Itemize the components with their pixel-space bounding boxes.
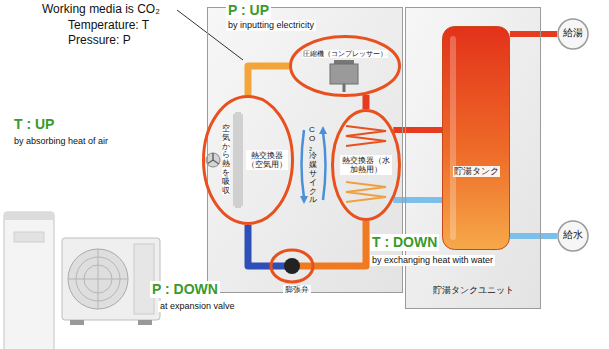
highlight-circle — [204, 97, 293, 224]
text-holder: 貯湯タンク — [442, 166, 510, 177]
outdoor-unit-foot — [70, 320, 84, 325]
label-holder: by exchanging heat with water — [370, 255, 495, 266]
state-note: at expansion valve — [158, 301, 237, 312]
label-holder: at expansion valve — [158, 301, 237, 312]
pipe — [248, 221, 366, 266]
fin-lines — [234, 112, 242, 208]
arrowhead — [300, 196, 308, 204]
highlight-circle — [291, 37, 400, 96]
storage-unit-body — [4, 212, 54, 349]
fan-grille — [68, 249, 128, 309]
piston-rod — [343, 84, 346, 92]
callout-text: Working media is CO₂ — [40, 2, 162, 16]
state-heading: T : UP — [12, 116, 56, 133]
highlight-circle — [271, 250, 313, 282]
text-holder: 圧縮機（コンプレッサー） — [289, 50, 401, 58]
storage-unit-photo — [4, 212, 54, 349]
state-heading: P : DOWN — [150, 281, 220, 298]
node-label: 貯湯タンクユニット — [432, 285, 515, 295]
fan-symbol — [206, 153, 220, 167]
node-label: 熱交換器（水加熱用） — [340, 155, 392, 175]
node-label: 貯湯タンク — [453, 166, 500, 177]
cycle-arrow — [323, 132, 326, 200]
node-label: 圧縮機（コンプレッサー） — [302, 50, 388, 58]
pipe — [510, 31, 557, 37]
compressor: 圧縮機（コンプレッサー） — [289, 35, 401, 97]
outdoor-unit-photo — [62, 238, 160, 325]
node-label: 給湯 — [562, 27, 584, 39]
state-note: by absorbing heat of air — [12, 136, 110, 147]
port-circle — [558, 221, 588, 251]
text-holder: 貯湯タンクユニット — [406, 285, 540, 295]
vertical-label: 空気から熱を吸収 — [222, 125, 230, 195]
hot-water-tank: 貯湯タンク — [442, 26, 510, 250]
hot-water-outlet: 給湯 — [557, 18, 589, 50]
text-holder: CO₂冷媒サイクル — [309, 126, 317, 205]
text-holder: 給水 — [557, 229, 589, 241]
text-holder: 給湯 — [557, 27, 589, 39]
arrowhead — [319, 126, 327, 134]
state-heading: T : DOWN — [370, 234, 439, 251]
node-label: 熱交換器（空気用） — [246, 150, 288, 170]
label-holder: T : UP — [12, 116, 56, 133]
warm-coil — [346, 182, 386, 202]
node-outline — [442, 26, 510, 250]
label-holder: P : DOWN — [150, 281, 220, 298]
label-holder: Temperature: T — [66, 18, 151, 32]
label-holder: Working media is CO₂ — [40, 2, 162, 16]
node-outline — [289, 35, 401, 97]
text-holder: 熱交換器（水加熱用） — [340, 155, 392, 175]
label-holder: by absorbing heat of air — [12, 136, 110, 147]
compressor-symbol — [330, 60, 358, 92]
pipe — [363, 95, 370, 109]
highlight-circle — [333, 111, 400, 220]
tank-body — [443, 27, 510, 250]
callout-text: Pressure: P — [66, 33, 133, 47]
tank-highlight — [450, 36, 456, 240]
heat-exchanger-fins — [234, 112, 242, 208]
state-note: by inputting electricity — [226, 20, 316, 31]
text-holder: 空気から熱を吸収 — [222, 125, 230, 195]
storage-unit-panel — [14, 232, 44, 242]
vertical-label: CO₂冷媒サイクル — [309, 126, 317, 205]
storage-unit-top — [4, 212, 54, 220]
callout-text: Temperature: T — [66, 18, 151, 32]
state-heading: P : UP — [226, 2, 271, 19]
label-holder: P : UP — [226, 2, 271, 19]
node-label: 給水 — [562, 229, 584, 241]
pipe — [510, 233, 557, 239]
cycle-arrow — [302, 130, 305, 198]
water-heat-exchanger: 熱交換器（水加熱用） — [331, 109, 401, 221]
pipe — [393, 127, 442, 133]
label-holder: 膨張弁 — [283, 285, 311, 295]
piston-cylinder — [330, 64, 358, 84]
piston-cap — [334, 60, 354, 64]
label-holder: T : DOWN — [370, 234, 439, 251]
fan-grille-bars — [68, 249, 128, 309]
state-note: by exchanging heat with water — [370, 255, 495, 266]
water-inlet: 給水 — [557, 220, 589, 252]
pipe — [248, 66, 289, 95]
unit-grounds — [208, 8, 540, 308]
air-fan-symbol — [206, 153, 220, 167]
pipe-group — [248, 34, 557, 266]
part-name: 膨張弁 — [283, 285, 311, 295]
air-heat-exchanger: 空気から熱を吸収 熱交換器（空気用） — [202, 95, 294, 225]
port-circle — [558, 19, 588, 49]
outdoor-unit-side-panel — [134, 244, 154, 314]
hot-coil — [346, 126, 386, 146]
expansion-valve-symbol — [284, 258, 300, 274]
text-holder: 熱交換器（空気用） — [246, 150, 288, 170]
label-holder: Pressure: P — [66, 33, 133, 47]
label-holder: by inputting electricity — [226, 20, 316, 31]
fan-blades — [207, 153, 219, 164]
outdoor-unit-body — [62, 238, 160, 320]
outdoor-unit-foot — [138, 320, 152, 325]
pipe — [393, 197, 442, 203]
